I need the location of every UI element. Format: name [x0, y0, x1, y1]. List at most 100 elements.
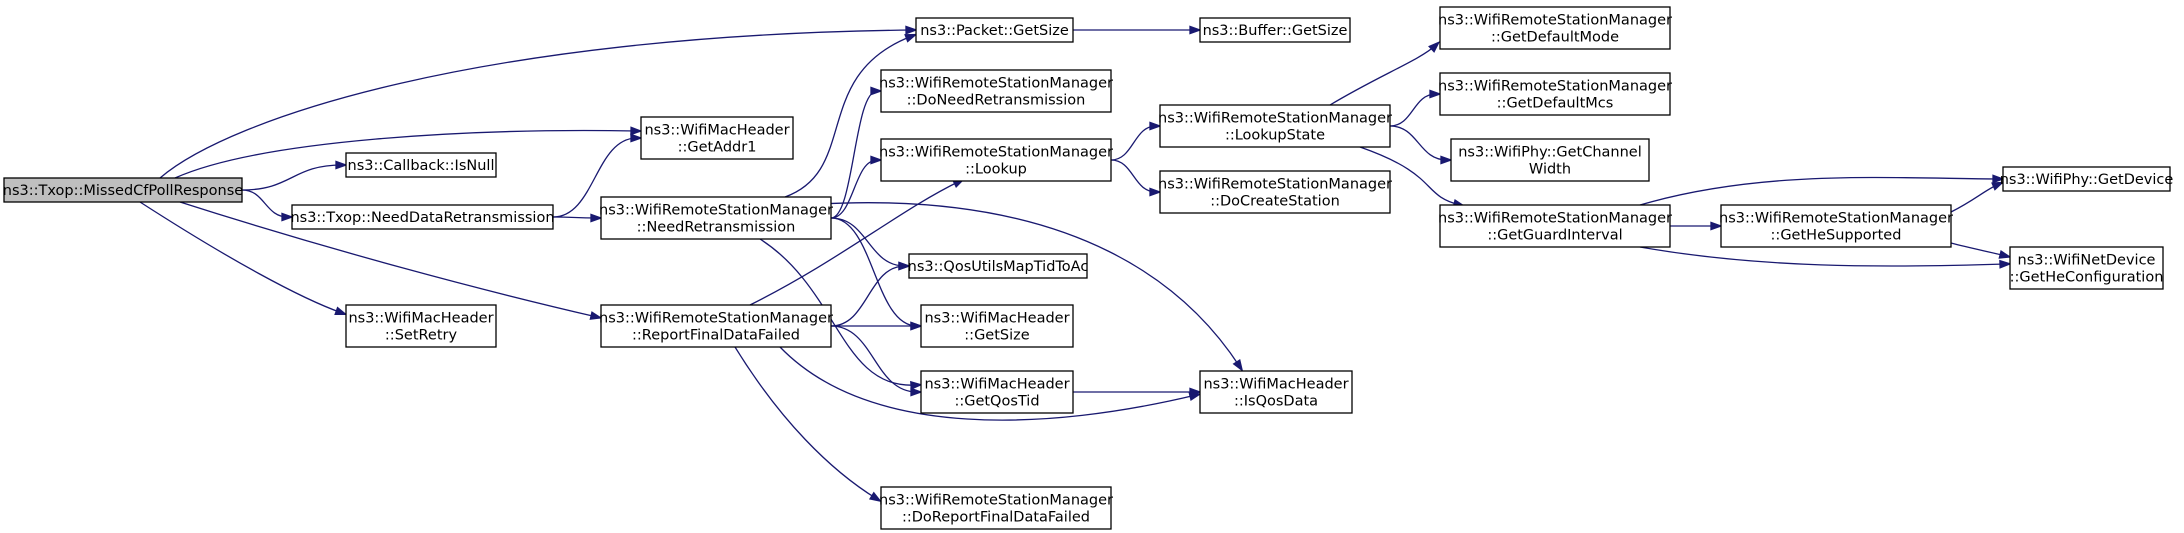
edge-line [819, 202, 1241, 368]
node-label: ns3::WifiRemoteStationManager [1719, 211, 1953, 227]
arrowhead-icon [898, 261, 911, 271]
node-doreportfinal[interactable]: ns3::WifiRemoteStationManager::DoReportF… [879, 486, 1113, 530]
edge-line [1359, 146, 1461, 206]
node-gethecfg[interactable]: ns3::WifiNetDevice::GetHeConfiguration [2009, 246, 2164, 290]
edge-line [174, 129, 638, 179]
node-lookup[interactable]: ns3::WifiRemoteStationManager::Lookup [879, 138, 1113, 182]
node-docreatestation[interactable]: ns3::WifiRemoteStationManager::DoCreateS… [1158, 170, 1392, 214]
node-label: ns3::Txop::NeedDataRetransmission [290, 210, 554, 226]
edge-gethesupported-to-getdevice [1950, 181, 2005, 213]
edge-needdata-to-getaddr1 [552, 133, 643, 218]
node-box [1199, 370, 1353, 414]
node-setretry[interactable]: ns3::WifiMacHeader::SetRetry [345, 304, 497, 348]
edge-lookup-to-docreatestation [1110, 159, 1162, 197]
arrowhead-icon [1189, 387, 1202, 397]
node-label: ::GetGuardInterval [1487, 228, 1622, 244]
edge-needretrans-to-pkt_getsize [784, 33, 918, 198]
node-label: ns3::WifiRemoteStationManager [1438, 13, 1672, 29]
edge-getguardinterval-to-gethecfg [1639, 246, 2012, 269]
node-needretrans[interactable]: ns3::WifiRemoteStationManager::NeedRetra… [599, 196, 833, 240]
node-box [345, 304, 497, 348]
node-label: ns3::WifiRemoteStationManager [599, 311, 833, 327]
edge-line [1950, 183, 2000, 213]
node-label: ns3::WifiRemoteStationManager [879, 145, 1113, 161]
node-hdr_getsize[interactable]: ns3::WifiMacHeader::GetSize [920, 304, 1074, 348]
arrowhead-icon [630, 126, 643, 136]
node-buf_getsize[interactable]: ns3::Buffer::GetSize [1199, 17, 1351, 43]
edge-lookupstate-to-getdefaultmcs [1389, 89, 1442, 127]
node-reportfinal[interactable]: ns3::WifiRemoteStationManager::ReportFin… [599, 304, 833, 348]
node-isnull[interactable]: ns3::Callback::IsNull [345, 152, 497, 178]
node-box [345, 152, 497, 178]
edge-missed-to-isnull [241, 160, 348, 191]
arrowhead-icon [905, 25, 918, 35]
edge-line [1950, 242, 2007, 257]
node-getdefaultmode[interactable]: ns3::WifiRemoteStationManager::GetDefaul… [1438, 6, 1672, 50]
edge-line [830, 325, 918, 393]
node-getdefaultmcs[interactable]: ns3::WifiRemoteStationManager::GetDefaul… [1438, 72, 1672, 116]
node-box [920, 304, 1074, 348]
node-box [1439, 204, 1671, 248]
edge-lookupstate-to-getdefaultmode [1329, 40, 1441, 106]
node-label: ns3::WifiMacHeader [924, 311, 1069, 327]
node-getdevice[interactable]: ns3::WifiPhy::GetDevice [2000, 166, 2174, 192]
arrowhead-icon [335, 160, 348, 170]
node-getguardinterval[interactable]: ns3::WifiRemoteStationManager::GetGuardI… [1438, 204, 1672, 248]
node-getqostid[interactable]: ns3::WifiMacHeader::GetQosTid [920, 370, 1074, 414]
node-box [1159, 104, 1391, 148]
arrowhead-icon [910, 380, 923, 390]
node-label: ns3::WifiRemoteStationManager [1158, 111, 1392, 127]
node-label: ns3::WifiRemoteStationManager [1438, 211, 1672, 227]
node-needdata[interactable]: ns3::Txop::NeedDataRetransmission [290, 204, 555, 230]
edge-line [1639, 176, 2000, 206]
node-box [915, 17, 1074, 43]
node-box [880, 69, 1112, 113]
node-isqosdata[interactable]: ns3::WifiMacHeader::IsQosData [1199, 370, 1353, 414]
node-box [908, 253, 1088, 279]
node-box [920, 370, 1074, 414]
node-label: ::IsQosData [1234, 394, 1318, 410]
node-label: ns3::WifiPhy::GetDevice [2000, 172, 2174, 188]
node-label: ::Lookup [965, 162, 1027, 178]
node-label: ns3::WifiMacHeader [644, 123, 789, 139]
node-box [880, 486, 1112, 530]
node-box [291, 204, 554, 230]
arrowhead-icon [1189, 25, 1202, 35]
edge-line [1639, 246, 2007, 267]
node-label: ns3::Txop::MissedCfPollResponse [3, 183, 243, 199]
edge-reportfinal-to-getqostid [830, 325, 923, 397]
nodes: ns3::Txop::MissedCfPollResponse ns3::Pack… [3, 6, 2174, 530]
edge-line [734, 346, 878, 500]
node-label: ::DoCreateStation [1210, 194, 1340, 210]
arrowhead-icon [910, 321, 923, 331]
edge-getguardinterval-to-getdevice [1639, 174, 2005, 206]
edge-missed-to-pkt_getsize [159, 25, 918, 179]
node-pkt_getsize[interactable]: ns3::Packet::GetSize [915, 17, 1074, 43]
node-label: ns3::QosUtilsMapTidToAc [908, 259, 1089, 275]
node-label: ::SetRetry [385, 328, 458, 344]
edge-missed-to-getaddr1 [174, 126, 643, 179]
edge-gethesupported-to-gethecfg [1950, 242, 2012, 259]
edge-needretrans-to-doneedretrans [830, 86, 883, 219]
node-lookupstate[interactable]: ns3::WifiRemoteStationManager::LookupSta… [1158, 104, 1392, 148]
node-getaddr1[interactable]: ns3::WifiMacHeader::GetAddr1 [640, 116, 794, 160]
arrowhead-icon [910, 387, 923, 397]
arrowhead-icon [1991, 181, 2005, 191]
node-box [1450, 138, 1650, 182]
arrowhead-icon [630, 133, 643, 143]
node-missed[interactable]: ns3::Txop::MissedCfPollResponse [3, 177, 243, 203]
arrowhead-icon [868, 491, 883, 503]
node-qosutils[interactable]: ns3::QosUtilsMapTidToAc [908, 253, 1089, 279]
node-gethesupported[interactable]: ns3::WifiRemoteStationManager::GetHeSupp… [1719, 204, 1953, 248]
arrowhead-icon [1440, 155, 1453, 165]
node-label: ns3::WifiNetDevice [2018, 253, 2156, 269]
node-label: ::DoReportFinalDataFailed [902, 510, 1090, 526]
node-label: ns3::WifiMacHeader [1203, 377, 1348, 393]
edge-line [749, 180, 961, 306]
arrowhead-icon [1429, 89, 1442, 99]
node-label: ::LookupState [1225, 128, 1325, 144]
node-doneedretrans[interactable]: ns3::WifiRemoteStationManager::DoNeedRet… [879, 69, 1113, 113]
arrowhead-icon [589, 311, 603, 320]
edge-line [1329, 44, 1437, 106]
